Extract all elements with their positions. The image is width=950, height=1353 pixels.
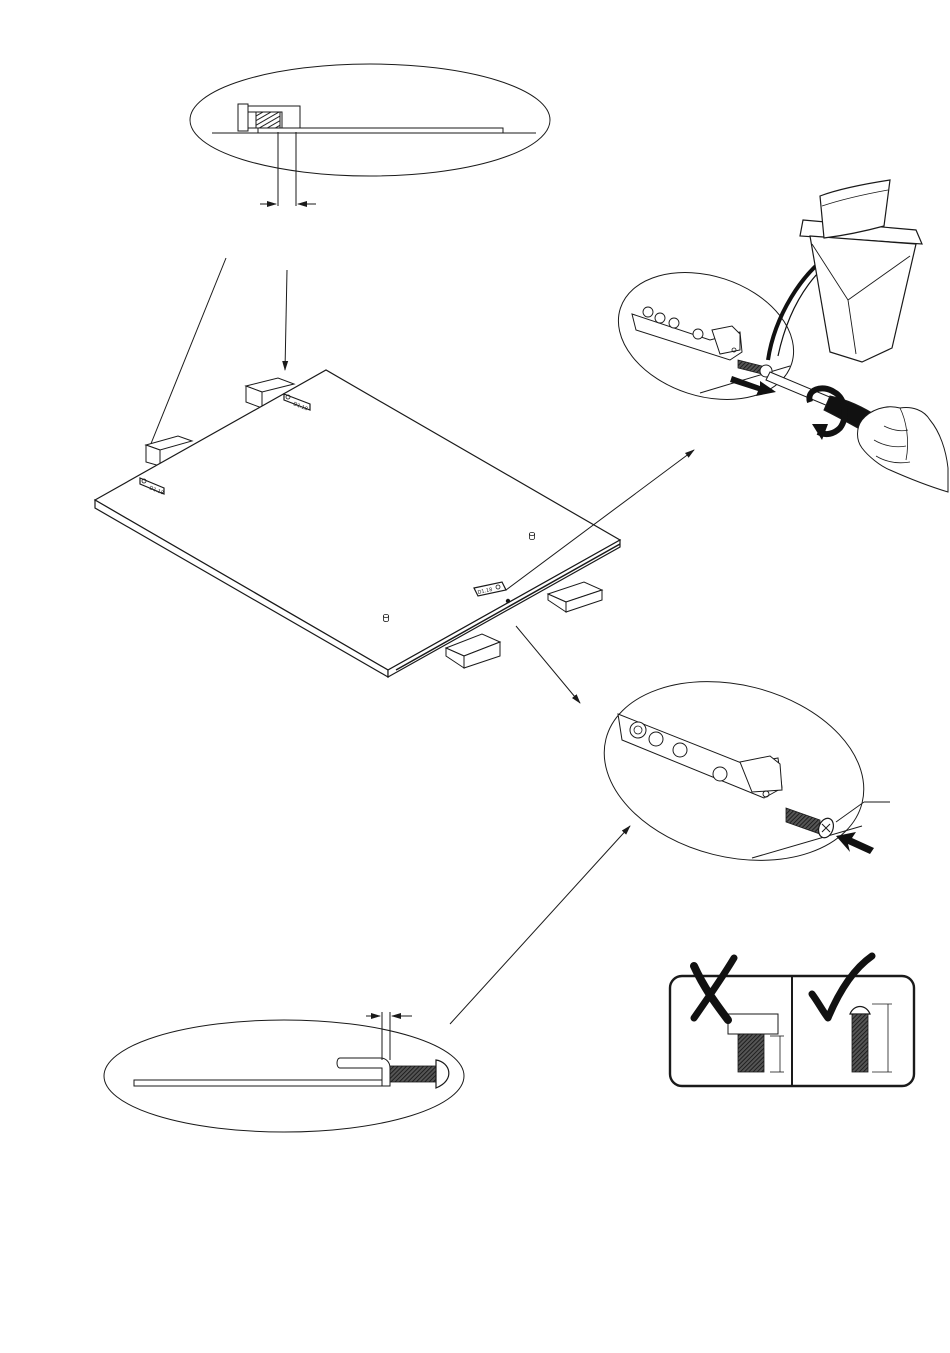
support-block-front-right (548, 582, 602, 612)
screw-being-inserted (786, 808, 836, 840)
detail-remove-ellipse (602, 251, 810, 421)
push-arrow-icon (836, 832, 874, 854)
detail-top-ellipse (190, 64, 550, 206)
cam-lock-side-view (238, 104, 300, 131)
trash-bin-icon (800, 180, 922, 362)
pointer-arrow-5 (450, 826, 630, 1024)
pointer-arrow-2 (285, 270, 287, 370)
board-panel (95, 370, 620, 677)
detail-insert-ellipse (585, 656, 883, 887)
pointer-arrow-1 (146, 258, 226, 456)
detail-bottom-ellipse (104, 1012, 464, 1132)
pointer-arrow-4 (516, 626, 580, 703)
screw-being-removed (738, 360, 772, 377)
hand-screwdriver-icon (858, 407, 949, 492)
leader-line (836, 802, 864, 822)
